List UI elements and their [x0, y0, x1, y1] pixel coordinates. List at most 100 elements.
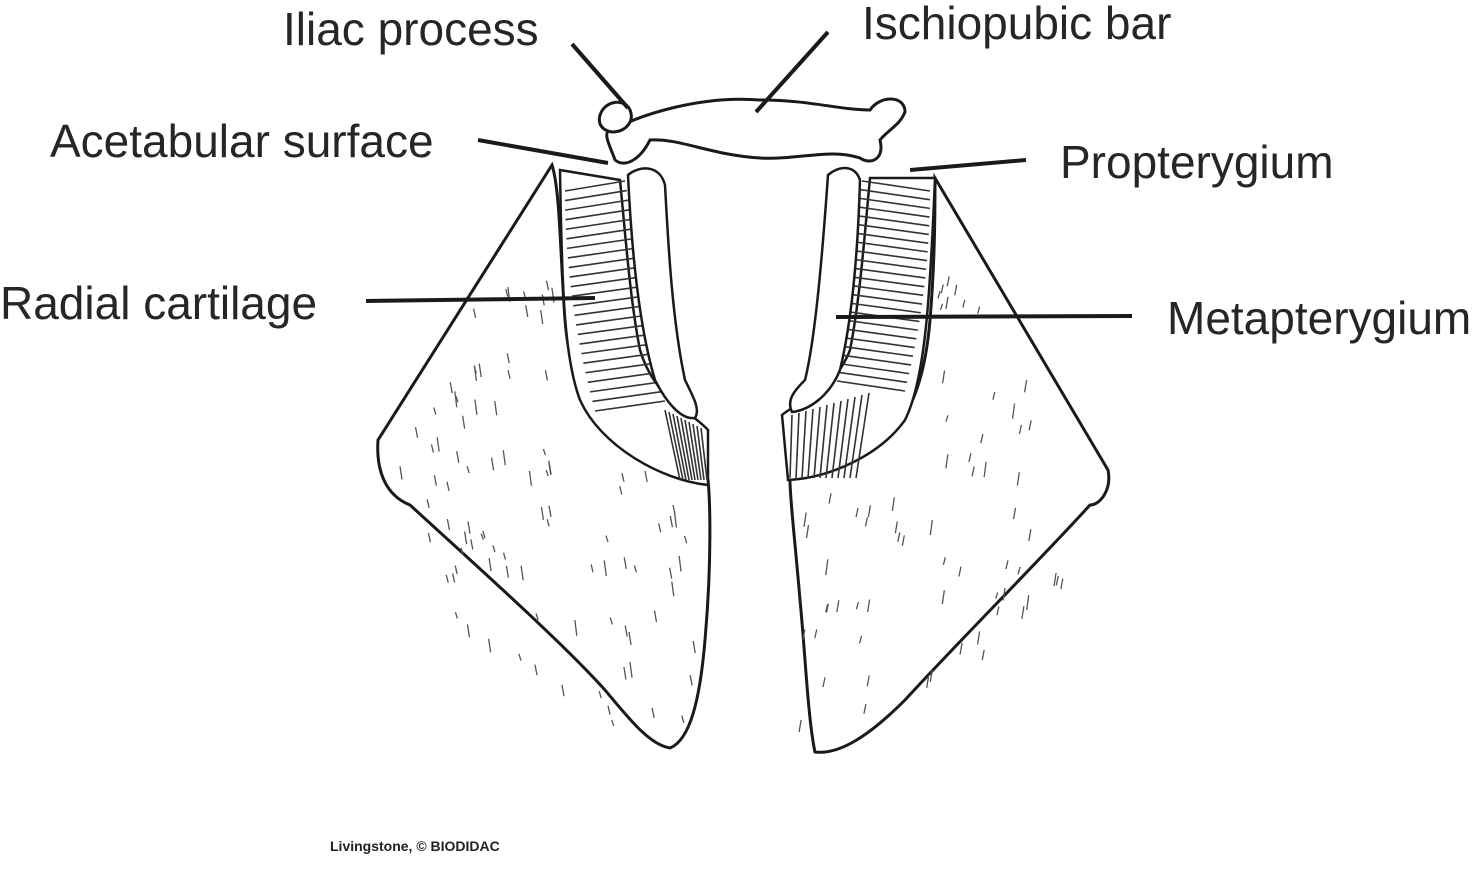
stipple-mark: [542, 448, 547, 456]
stipple-mark: [802, 629, 806, 640]
stipple-mark: [945, 415, 949, 422]
stipple-mark: [463, 531, 468, 545]
stipple-mark: [977, 306, 981, 314]
stipple-mark: [482, 530, 486, 539]
left-rib: [566, 237, 636, 250]
left-rib: [565, 218, 633, 231]
stipple-mark: [455, 395, 459, 403]
stipple-mark: [968, 452, 972, 463]
stipple-mark: [454, 565, 458, 575]
stipple-mark: [658, 523, 662, 533]
stipple-mark: [855, 602, 860, 610]
right-rib: [852, 258, 927, 271]
right-rib: [847, 293, 923, 305]
left-rib: [574, 304, 648, 317]
stipple-mark: [520, 565, 524, 581]
stipple-mark: [492, 545, 496, 553]
stipple-mark: [534, 664, 538, 676]
leader-propterygium: [909, 158, 1027, 172]
right-rib: [846, 301, 921, 314]
stipple-mark: [590, 564, 594, 573]
stipple-mark: [1021, 606, 1025, 620]
stipple-mark: [548, 505, 552, 518]
right-rib: [843, 396, 856, 479]
stipple-mark: [995, 592, 999, 599]
stipple-mark: [939, 303, 944, 310]
left-rib: [570, 275, 643, 288]
stipple-mark: [611, 719, 615, 727]
stipple-mark: [866, 599, 871, 612]
stipple-mark: [462, 415, 466, 429]
stipple-mark: [926, 674, 930, 689]
right-rib: [819, 404, 828, 479]
right-rib: [813, 406, 821, 479]
stipple-mark: [867, 505, 872, 518]
stipple-mark: [1002, 587, 1006, 601]
stipple-mark: [959, 642, 963, 655]
stipple-mark: [1011, 403, 1016, 419]
stipple-mark: [399, 466, 403, 480]
stipple-mark: [940, 284, 944, 294]
leader-metapterygium: [835, 314, 1133, 319]
stipple-mark: [607, 705, 611, 715]
stipple-mark: [548, 462, 552, 475]
right-rib: [840, 354, 912, 366]
left-rib: [688, 421, 699, 481]
right-rib: [825, 402, 835, 479]
right-rib: [839, 362, 910, 375]
left-rib: [585, 361, 659, 374]
stipple-mark: [864, 516, 869, 527]
right-rib: [853, 249, 928, 262]
left-rib: [700, 427, 708, 481]
stipple-mark: [866, 675, 870, 687]
right-rib: [849, 275, 925, 288]
stipple-mark: [671, 581, 675, 597]
stipple-mark: [981, 649, 985, 661]
stipple-mark: [669, 567, 673, 579]
left-rib: [567, 247, 638, 259]
stipple-mark: [505, 565, 510, 578]
ischiopubic-bar: [605, 97, 907, 165]
stipple-mark: [1023, 379, 1028, 393]
right-rib: [844, 319, 919, 331]
stipple-mark: [822, 677, 826, 688]
left-rib: [676, 415, 690, 481]
stipple-mark: [446, 518, 451, 530]
left-rib: [569, 266, 641, 278]
stipple-mark: [945, 296, 949, 309]
stipple-mark: [433, 475, 438, 486]
stipple-mark: [976, 631, 981, 645]
stipple-mark: [446, 481, 450, 492]
stipple-mark: [954, 284, 958, 296]
stipple-mark: [633, 565, 637, 573]
stipple-mark: [1060, 578, 1064, 590]
left-rib: [564, 180, 626, 192]
stipple-mark: [798, 719, 802, 733]
stipple-mark: [535, 613, 539, 621]
left-rib: [664, 409, 681, 481]
leader-iliac-process: [570, 42, 630, 110]
right-rib: [842, 336, 915, 349]
stipple-mark: [494, 400, 498, 416]
stipple-mark: [689, 675, 693, 686]
stipple-mark: [814, 629, 818, 639]
stipple-mark: [445, 574, 449, 583]
right-rib: [856, 223, 929, 236]
stipple-mark: [623, 666, 627, 680]
stipple-mark: [454, 611, 459, 619]
leader-radial-cartilage: [365, 296, 596, 303]
right-rib: [836, 380, 906, 392]
stipple-mark: [528, 470, 533, 486]
stipple-mark: [629, 661, 633, 678]
stipple-mark: [803, 512, 807, 527]
stipple-mark: [805, 524, 810, 539]
left-rib: [594, 400, 666, 412]
label-propterygium: Propterygium: [1060, 136, 1334, 188]
stipple-mark: [505, 289, 509, 297]
left-rib: [589, 381, 662, 393]
stipple-mark: [894, 521, 898, 534]
right-rib: [801, 410, 807, 479]
stipple-mark: [1017, 566, 1021, 575]
stipple-mark: [525, 305, 529, 318]
left-rib: [568, 256, 640, 269]
